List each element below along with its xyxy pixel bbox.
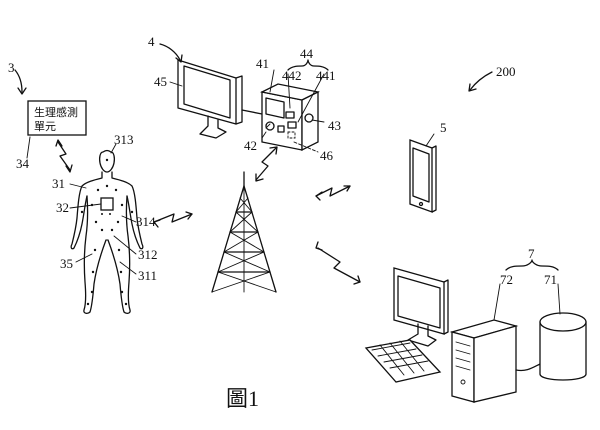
cable-45-41 [241,109,263,115]
label-311: 311 [138,268,157,283]
arrow-3 [14,69,27,95]
sensing-unit-box [26,100,87,159]
label-34: 34 [16,156,30,171]
label-72: 72 [500,272,513,287]
label-31: 31 [52,176,65,191]
cable-tower-db [515,363,541,372]
communication-tower [211,171,277,293]
label-71: 71 [544,272,557,287]
wireless-link-body [55,139,73,173]
label-312: 312 [138,247,158,262]
wireless-link-tower-body [153,211,193,228]
computer-tower-72 [449,283,519,403]
label-4: 4 [148,34,155,49]
label-46: 46 [320,148,334,163]
figure-caption: 圖1 [226,386,259,411]
monitor-45 [169,59,243,139]
reference-labels: 200 3 34 31 32 35 311 312 313 314 4 41 4… [8,34,557,411]
label-32: 32 [56,200,69,215]
database-71 [539,283,587,381]
label-43: 43 [328,118,341,133]
label-41: 41 [256,56,269,71]
label-200: 200 [496,64,516,79]
label-441: 441 [316,68,336,83]
computer-monitor [393,267,449,347]
label-3: 3 [8,60,15,75]
label-314: 314 [136,214,156,229]
sensor-dots [80,158,134,306]
label-7: 7 [528,246,535,261]
label-45: 45 [154,74,167,89]
smartphone-5 [409,133,437,213]
brace-44 [287,59,329,71]
label-442: 442 [282,68,302,83]
wireless-link-device-phone [315,185,351,201]
wireless-link-tower-computer [315,241,361,285]
label-44: 44 [300,46,314,61]
keyboard [364,339,442,383]
label-313: 313 [114,132,134,147]
label-42: 42 [244,138,257,153]
label-5: 5 [440,120,447,135]
device-41 [260,83,320,153]
label-35: 35 [60,256,73,271]
sensing-unit-line2: 單元 [34,120,56,133]
human-body [69,143,144,314]
brace-7 [505,259,559,271]
arrow-200 [468,71,493,92]
sensing-unit-line1: 生理感測 [34,105,78,119]
arrow-4 [159,43,183,63]
wireless-link-tower-device [255,146,278,182]
